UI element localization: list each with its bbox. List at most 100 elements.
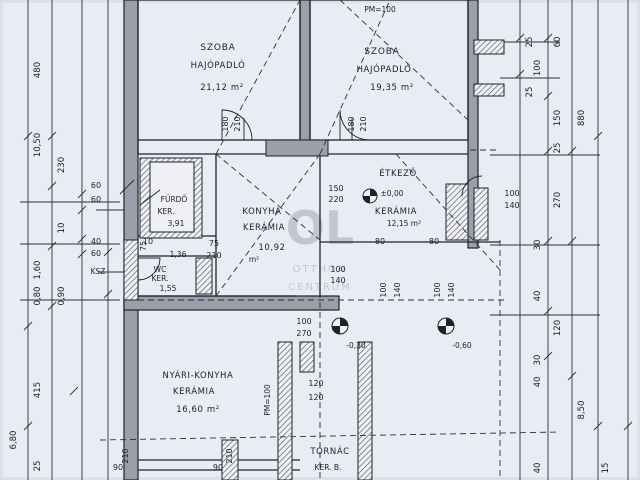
dim-180-a: 180 <box>221 116 230 131</box>
right-dim-880: 880 <box>577 110 587 126</box>
dim-140-v1: 140 <box>393 282 402 297</box>
dim-150-a: 150 <box>328 184 343 193</box>
room-etkezo-level: ±0,00 <box>381 189 404 198</box>
room-konyha-area: 10,92 <box>258 243 285 253</box>
right-dim-40-a: 40 <box>533 291 543 302</box>
dim-75-b: 75 <box>139 241 148 251</box>
left-dim-60-c: 60 <box>91 249 101 258</box>
room-nyari-konyha-name: NYÁRI-KONYHA <box>163 369 234 381</box>
right-dim-270: 270 <box>553 192 563 208</box>
room-etkezo-name: ÉTKEZŐ <box>379 167 417 179</box>
right-dim-150: 150 <box>553 110 563 126</box>
left-dim-25: 25 <box>33 461 43 472</box>
right-dim-25-a: 25 <box>525 37 535 48</box>
left-dimension-lines <box>20 0 132 480</box>
right-dim-850: 8,50 <box>577 401 587 420</box>
room-furdo-area: 3,91 <box>168 219 185 228</box>
left-dim-080: 0,80 <box>33 287 43 306</box>
room-szoba-right-name: SZOBA <box>364 47 399 57</box>
dim-210-c: 210 <box>206 251 221 260</box>
dim-90-b: 90 <box>113 463 123 472</box>
right-dim-60: 60 <box>553 37 563 48</box>
right-dim-30-a: 30 <box>533 240 543 251</box>
room-szoba-left-floor: HAJÓPADLÓ <box>191 59 246 71</box>
room-furdo-name: FÜRDŐ <box>161 195 188 204</box>
dim-80-b: 80 <box>429 237 439 246</box>
room-szoba-right-floor: HAJÓPADLÓ <box>357 63 412 75</box>
ksz-label: KSZ <box>91 267 106 276</box>
dim-140-top: 140 <box>504 201 519 210</box>
dim-120-b: 120 <box>308 393 323 402</box>
left-dim-40: 40 <box>91 237 101 246</box>
right-dim-25-c: 25 <box>553 143 563 154</box>
right-dim-40-c: 40 <box>533 463 543 474</box>
room-nyari-konyha-area: 16,60 m² <box>176 405 220 415</box>
dim-80-a: 80 <box>375 237 385 246</box>
room-kamra-area: 1,36 <box>170 250 187 259</box>
dim-100-mid: 100 <box>330 265 345 274</box>
left-dim-415: 415 <box>33 382 43 398</box>
left-dim-680: 6,80 <box>9 431 19 450</box>
dim-100-v1: 100 <box>379 282 388 297</box>
left-dim-160: 1,60 <box>33 261 43 280</box>
dim-140-v2: 140 <box>447 282 456 297</box>
dim-100-low: 100 <box>296 317 311 326</box>
room-wc-name: WC <box>154 265 167 274</box>
right-dim-100: 100 <box>533 60 543 76</box>
left-dim-090: 0,90 <box>57 287 67 306</box>
right-dim-30-b: 30 <box>533 355 543 366</box>
room-nyari-konyha-floor: KERÁMIA <box>173 385 215 397</box>
door-swings <box>119 109 483 281</box>
dim-210-b: 210 <box>359 116 368 131</box>
left-dim-60-a: 60 <box>91 181 101 190</box>
left-dim-10: 10 <box>57 223 67 234</box>
right-dimension-texts: 25 100 25 60 150 880 25 270 30 40 120 30… <box>525 37 611 474</box>
dim-210-d: 210 <box>225 448 234 463</box>
dim-90-a: 90 <box>213 463 223 472</box>
room-etkezo-floor: KERÁMIA <box>375 205 417 217</box>
watermark: OL OTTHON CENTRUM <box>286 201 354 293</box>
watermark-subtext-1: OTTHON <box>293 264 348 275</box>
dim-75-a: 75 <box>209 239 219 248</box>
room-szoba-right-area: 19,35 m² <box>370 83 414 93</box>
dim-180-b: 180 <box>347 116 356 131</box>
left-dim-60-b: 60 <box>91 195 101 204</box>
room-wc-area: 1,55 <box>160 284 177 293</box>
watermark-subtext-2: CENTRUM <box>288 282 352 293</box>
dim-140-mid: 140 <box>330 276 345 285</box>
right-dim-120: 120 <box>553 320 563 336</box>
room-tornac-name: TORNÁC <box>309 445 349 457</box>
right-dim-40-b: 40 <box>533 377 543 388</box>
left-dim-480: 480 <box>33 62 43 78</box>
dim-10: 10 <box>143 237 153 246</box>
right-dim-15: 15 <box>601 463 611 474</box>
dim-100-top: 100 <box>504 189 519 198</box>
level-label-minus060: -0,60 <box>452 341 472 350</box>
right-dimension-lines <box>490 0 633 480</box>
left-dim-1050: 10,50 <box>33 133 43 157</box>
left-dim-230: 230 <box>57 157 67 173</box>
dim-270-low: 270 <box>296 329 311 338</box>
roof-lines <box>99 0 561 480</box>
room-konyha-floor: KERÁMIA <box>243 221 285 233</box>
right-dim-25-b: 25 <box>525 87 535 98</box>
dim-210-a: 210 <box>233 116 242 131</box>
level-marker-etkezo <box>362 188 378 204</box>
room-konyha-name: KONYHA <box>242 207 281 217</box>
room-wc-floor: KER. <box>152 274 169 283</box>
room-tornac-floor: KER. B. <box>315 463 342 472</box>
room-furdo-floor: KER. <box>158 207 175 216</box>
pm-label-top: PM=100 <box>364 5 396 14</box>
level-marker-minus030 <box>331 317 349 335</box>
dim-120-a: 120 <box>308 379 323 388</box>
left-dimension-texts: 480 10,50 230 60 60 10 40 60 1,60 0,80 0… <box>9 62 101 472</box>
dim-220-a: 220 <box>328 195 343 204</box>
dim-210-e: 210 <box>121 448 130 463</box>
room-szoba-left-name: SZOBA <box>200 43 235 53</box>
watermark-logo: OL <box>286 201 354 255</box>
interior-dimensions: 150 220 180 210 180 210 100 140 75 210 1… <box>113 116 520 472</box>
room-etkezo-area: 12,15 m² <box>387 219 421 228</box>
pm-label-left: PM=100 <box>263 384 272 416</box>
level-label-minus030: -0,30 <box>346 341 366 350</box>
